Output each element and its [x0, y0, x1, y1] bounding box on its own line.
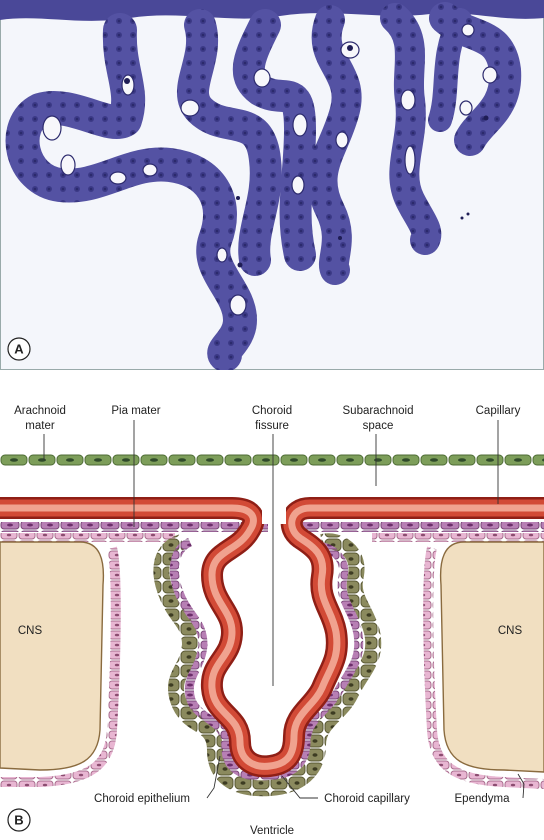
diagram-labels: Arachnoid mater Pia mater Choroid fissur…: [14, 405, 522, 837]
choroid-epithelium-layer: [153, 533, 382, 797]
label-capillary: Capillary: [476, 405, 521, 417]
panel-b-diagram: Arachnoid mater Pia mater Choroid fissur…: [0, 405, 544, 837]
label-choroid-fissure-line1: Choroid: [252, 405, 292, 417]
label-pia-mater: Pia mater: [111, 405, 160, 417]
panel-b-label: B: [7, 808, 31, 832]
label-ventricle: Ventricle: [250, 825, 294, 837]
arachnoid-mater-layer: [0, 454, 544, 466]
panel-b-label-text: B: [14, 813, 23, 828]
capillary-lumens: [42, 23, 498, 316]
label-cns-left: CNS: [18, 625, 43, 637]
pia-mater-right: [286, 522, 544, 532]
tissue-top-band: [0, 0, 544, 21]
label-ependyma: Ependyma: [455, 793, 511, 805]
dark-nuclei: [124, 45, 489, 268]
ependyma-right: [423, 546, 544, 789]
label-subarachnoid-space-line1: Subarachnoid: [343, 405, 414, 417]
ependyma-left: [0, 546, 121, 787]
panel-a-micrograph: A: [0, 0, 544, 370]
ependyma-top-left: [0, 533, 175, 542]
cns-right-region: [439, 541, 544, 773]
label-choroid-epithelium: Choroid epithelium: [94, 793, 190, 805]
panel-a-label-text: A: [14, 342, 24, 357]
label-arachnoid-mater-line1: Arachnoid: [14, 405, 66, 417]
ependyma-top-right: [372, 533, 544, 542]
villous-fronds: [5, 2, 522, 370]
label-subarachnoid-space-line2: space: [363, 420, 394, 432]
panel-a-label: A: [7, 337, 31, 361]
cns-left-region: [0, 541, 105, 771]
capillary-vessel: [0, 497, 544, 778]
choroid-fissure-gap: [262, 494, 286, 524]
label-choroid-capillary: Choroid capillary: [324, 793, 410, 805]
leader-lines: [43, 420, 525, 799]
label-choroid-fissure-line2: fissure: [255, 420, 289, 432]
label-arachnoid-mater-line2: mater: [25, 420, 55, 432]
label-cns-right: CNS: [498, 625, 523, 637]
